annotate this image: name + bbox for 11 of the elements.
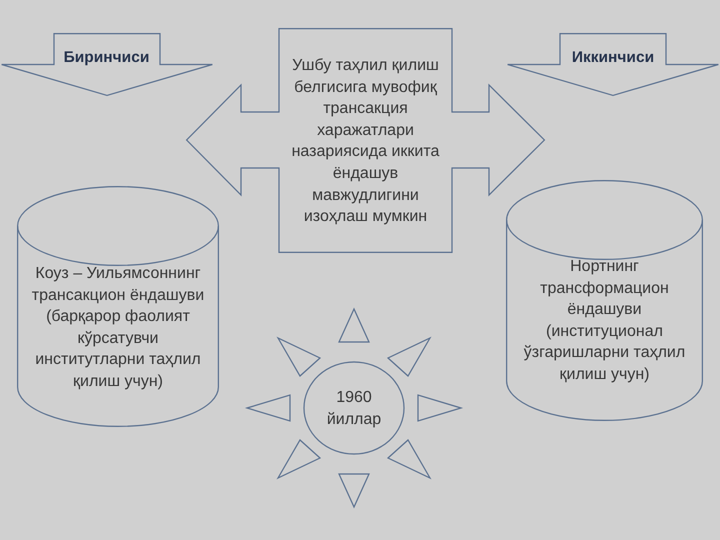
callout-label: Иккинчиси (570, 48, 656, 68)
double-arrow-callout (186, 28, 545, 253)
cylinder-text: Нортнинг трансформацион ёндашуви (институционал ўзгаришларни таҳлил қилиш учун) (522, 257, 686, 385)
cylinder-text: Коуз – Уильямсоннинг трансакцион ёндашуви (барқарор фаолият кўрсатувчи институтларни таҳлил қилиш учун) (30, 264, 206, 392)
callout-text: Ушбу таҳлил қилиш белгисига мувофиқ трансакция харажатлари назариясида иккита ёндашув мавжудлигини изоҳлаш мумкин (290, 56, 440, 228)
sun-label: 1960 йиллар (326, 388, 382, 430)
cylinder-shape (17, 186, 219, 427)
down-arrow-callout (507, 33, 719, 96)
cylinder-shape (506, 180, 703, 421)
callout-label: Биринчиси (62, 48, 150, 68)
down-arrow-callout (1, 33, 213, 96)
